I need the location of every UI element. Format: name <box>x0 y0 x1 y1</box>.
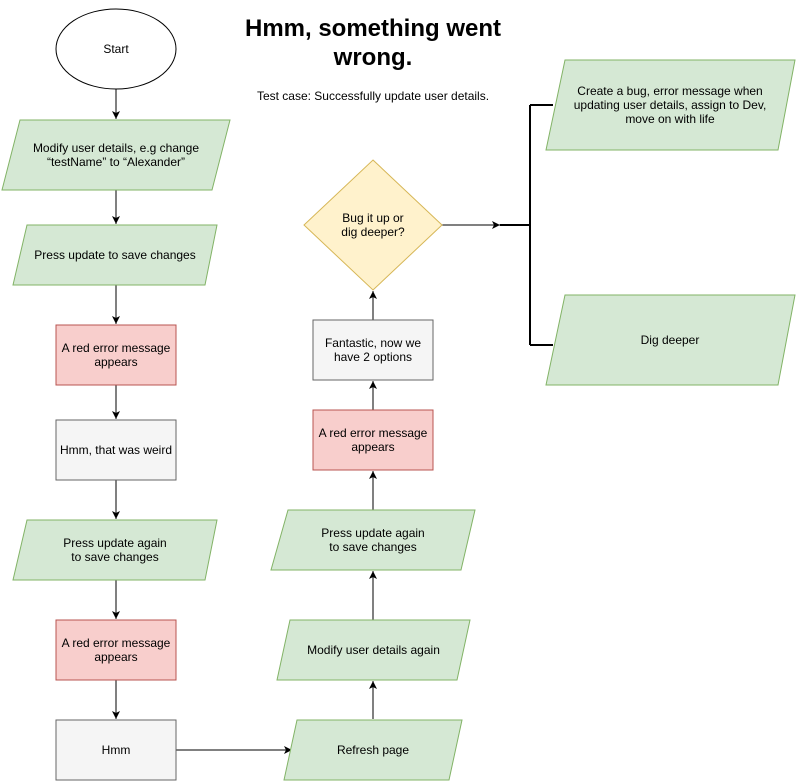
modify-node <box>1 119 231 191</box>
error-3-node <box>312 409 434 471</box>
hmm-label: Hmm <box>101 743 131 757</box>
press-again-node <box>12 519 218 581</box>
connectors <box>112 89 553 754</box>
shapes <box>1 8 796 781</box>
dig-deeper-label: Dig deeper <box>640 333 700 347</box>
weird-label: Hmm, that was weird <box>59 443 173 457</box>
create-bug-label: Create a bug, error message when updatin… <box>573 84 767 126</box>
branch-bracket <box>500 104 553 346</box>
modify-again-node <box>276 619 471 681</box>
create-bug-node <box>545 59 796 151</box>
error-2-label: A red error message appears <box>61 636 171 664</box>
press-update-label: Press update to save changes <box>34 248 196 262</box>
press-again-label: Press update again to save changes <box>63 536 167 564</box>
refresh-node <box>283 719 463 781</box>
dig-deeper-node <box>545 294 796 386</box>
hmm-node <box>55 719 177 781</box>
error-1-node <box>55 324 177 386</box>
refresh-label: Refresh page <box>336 743 410 757</box>
error-1-label: A red error message appears <box>61 341 171 369</box>
decision-label: Bug it up or dig deeper? <box>341 211 405 239</box>
fantastic-label: Fantastic, now we have 2 options <box>324 336 422 364</box>
decision-node <box>303 159 443 291</box>
modify-again-label: Modify user details again <box>307 643 440 657</box>
diagram-title: Hmm, something went wrong. <box>244 15 502 71</box>
start-label: Start <box>103 42 129 56</box>
start-node <box>55 8 177 90</box>
fantastic-node <box>312 319 434 381</box>
modify-label: Modify user details, e.g change “testNam… <box>32 141 200 169</box>
diagram-subtitle: Test case: Successfully update user deta… <box>256 89 490 103</box>
error-2-node <box>55 619 177 681</box>
press-again-2-label: Press update again to save changes <box>321 526 425 554</box>
press-update-node <box>12 224 218 286</box>
press-again-2-node <box>270 509 476 571</box>
weird-node <box>55 419 177 481</box>
error-3-label: A red error message appears <box>318 426 428 454</box>
